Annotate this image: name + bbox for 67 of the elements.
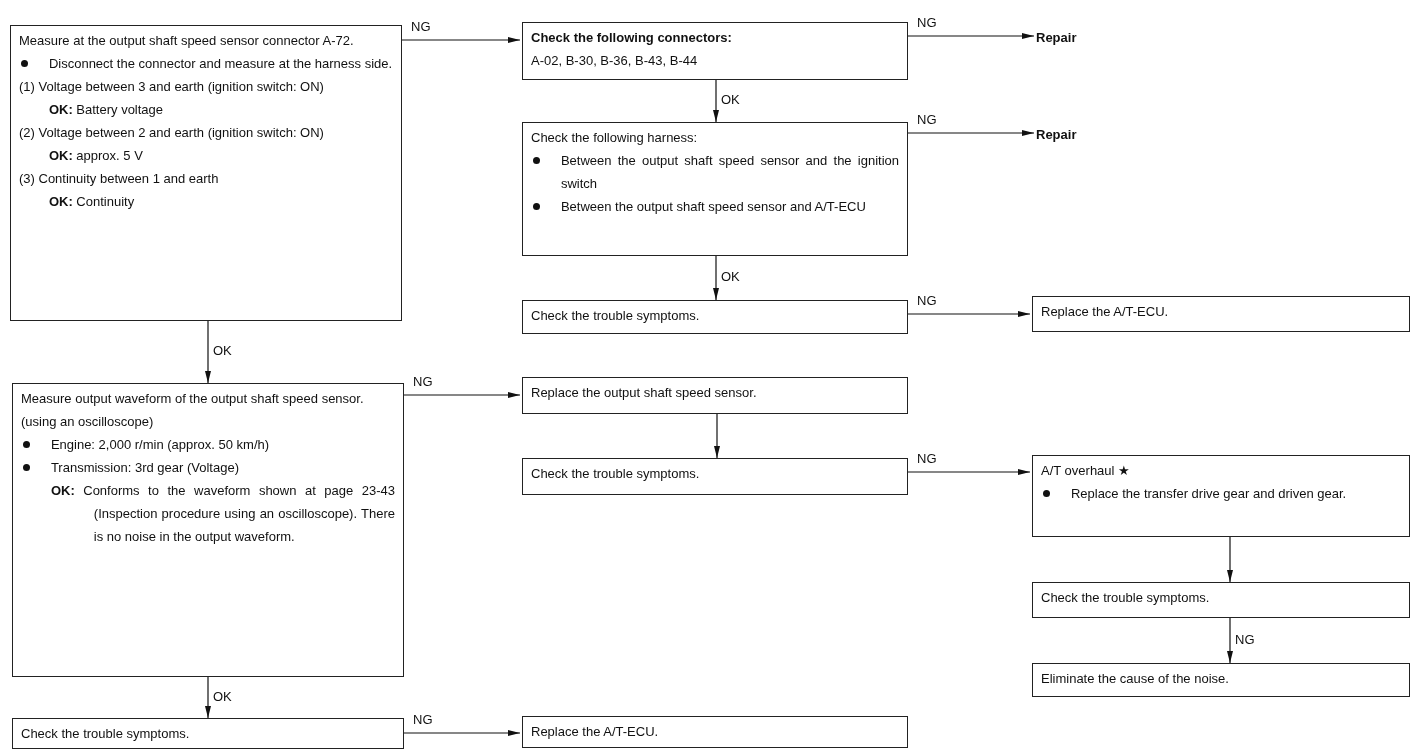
- arrow: [403, 730, 521, 736]
- process-box: [1032, 455, 1410, 537]
- process-box: [1032, 296, 1410, 332]
- arrow: [713, 255, 719, 301]
- arrow: [713, 79, 719, 123]
- box-text: A-02, B-30, B-36, B-43, B-44: [531, 53, 698, 68]
- box-text: Disconnect the connector and measure at the harness side.: [48, 56, 393, 71]
- arrow: [907, 130, 1035, 136]
- arrow: [714, 413, 720, 459]
- box-text: Between the output shaft speed sensor and A/T-ECU: [560, 199, 866, 214]
- box-text: (using an oscilloscope): [21, 414, 154, 429]
- edge-label: NG: [916, 15, 938, 30]
- box-text: A/T overhaul ★: [1041, 463, 1131, 478]
- box-text: OK: Conforms to the waveform shown at page 23-43 (Inspection procedure using an oscilloscope). There is no noise in the output waveform.: [50, 483, 395, 544]
- box-text: Engine: 2,000 r/min (approx. 50 km/h): [50, 437, 270, 452]
- box-text: Check the following connectors:: [531, 30, 732, 45]
- edge-label: NG: [410, 19, 432, 34]
- box-text: Eliminate the cause of the noise.: [1041, 671, 1229, 686]
- box-text: Check the trouble symptoms.: [531, 466, 700, 481]
- box-text: (1) Voltage between 3 and earth (ignition switch: ON): [19, 79, 324, 94]
- box-text: Measure output waveform of the output shaft speed sensor.: [21, 391, 364, 406]
- arrow: [205, 320, 211, 384]
- box-text: Replace the A/T-ECU.: [531, 724, 659, 739]
- box-text: Check the following harness:: [531, 130, 698, 145]
- edge-label: NG: [916, 451, 938, 466]
- box-text: Between the output shaft speed sensor and the ignition switch: [560, 153, 899, 191]
- arrow: [907, 311, 1031, 317]
- box-text: (3) Continuity between 1 and earth: [19, 171, 219, 186]
- arrow: [907, 33, 1035, 39]
- arrow: [907, 469, 1031, 475]
- box-text: Measure at the output shaft speed sensor connector A-72.: [19, 33, 354, 48]
- process-box: [522, 122, 908, 256]
- box-text: Check the trouble symptoms.: [21, 726, 190, 741]
- process-box: [1032, 582, 1410, 618]
- process-box: [1032, 663, 1410, 697]
- box-text: OK: Battery voltage: [48, 102, 164, 117]
- box-text: Replace the A/T-ECU.: [1041, 304, 1169, 319]
- box-text: OK: approx. 5 V: [48, 148, 143, 163]
- edge-label: NG: [412, 374, 434, 389]
- process-box: [522, 377, 908, 414]
- box-text: OK: Continuity: [48, 194, 135, 209]
- arrow: [401, 37, 521, 43]
- box-text: (2) Voltage between 2 and earth (ignition switch: ON): [19, 125, 324, 140]
- process-box: [10, 25, 402, 321]
- process-box: [522, 458, 908, 495]
- arrow: [403, 392, 521, 398]
- edge-label: NG: [916, 112, 938, 127]
- box-text: Transmission: 3rd gear (Voltage): [50, 460, 239, 475]
- arrow: [1227, 617, 1233, 664]
- edge-label: OK: [720, 92, 741, 107]
- edge-label: NG: [412, 712, 434, 727]
- arrow: [1227, 536, 1233, 583]
- arrow: [205, 676, 211, 719]
- process-box: [12, 383, 404, 677]
- box-text: Replace the transfer drive gear and driven gear.: [1070, 486, 1347, 501]
- box-text: Replace the output shaft speed sensor.: [531, 385, 757, 400]
- edge-label: OK: [212, 343, 233, 358]
- edge-label: NG: [916, 293, 938, 308]
- box-text: Check the trouble symptoms.: [531, 308, 700, 323]
- process-box: [522, 300, 908, 334]
- process-box: [12, 718, 404, 749]
- result-text: Repair: [1036, 30, 1077, 45]
- process-box: [522, 716, 908, 748]
- edge-label: OK: [720, 269, 741, 284]
- box-text: Check the trouble symptoms.: [1041, 590, 1210, 605]
- process-box: [522, 22, 908, 80]
- result-text: Repair: [1036, 127, 1077, 142]
